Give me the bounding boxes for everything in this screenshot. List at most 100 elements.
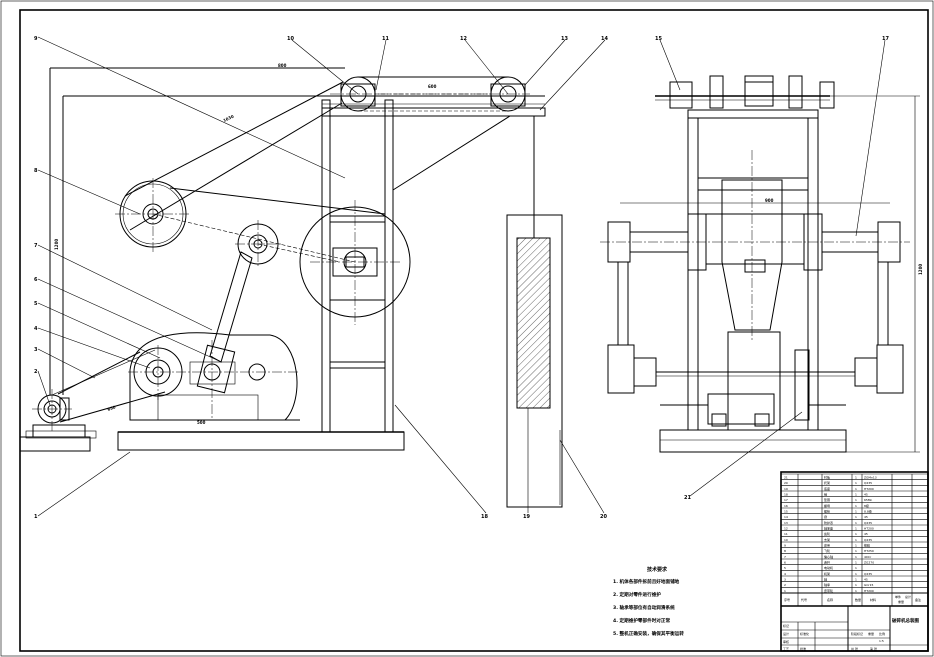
parts-row-name: 皮带 [824,542,830,547]
parts-row-name: 螺母 [824,503,830,508]
parts-row-name: 电动机 [824,565,833,570]
parts-row-number: 10 [784,538,788,542]
parts-row-number: 7 [784,555,786,559]
right-view [600,75,920,453]
parts-row-material: 40Cr [864,555,872,559]
header-seq: 序号 [784,597,790,602]
note-3: 3. 轴承等部位有自动润滑系统 [613,606,675,611]
parts-row-material: Q235 [864,538,872,542]
parts-row-number: 18 [784,492,788,496]
parts-row-material: 8级 [864,503,869,508]
parts-row-qty: 1 [855,509,857,513]
dim-600: 600 [428,84,437,89]
parts-row-number: 5 [784,566,786,570]
parts-row-number: 17 [784,498,788,502]
dim-1200: 1200 [918,264,923,275]
parts-row-name: 机架 [824,571,830,576]
dim-800: 800 [278,63,287,68]
motor-base [19,436,91,452]
parts-row-material: 45 [864,515,868,519]
parts-row-number: 20 [784,481,788,485]
header-name: 名称 [827,597,833,602]
parts-row-number: 13 [784,521,788,525]
parts-row-name: 连杆 [824,559,830,564]
label-6: 6 [34,277,38,283]
parts-row-name: 衬板 [824,474,830,479]
label-1: 1 [34,514,38,520]
hatched-liner [516,237,551,409]
column-left [321,99,331,433]
parts-row-number: 6 [784,560,786,564]
parts-row-name: 垫圈 [824,497,830,502]
parts-row-qty: 1 [855,515,857,519]
parts-row-name: 防护罩 [824,520,833,525]
parts-row-name: 轴 [824,576,827,581]
tb-scale: 比例 [879,631,885,636]
label-12: 12 [460,36,467,42]
label-4: 4 [34,326,38,332]
parts-row-name: 偏心轴 [824,554,833,559]
parts-row-material: Q235 [864,481,872,485]
motor [727,331,781,431]
parts-row-number: 9 [784,543,786,547]
parts-row-material: 橡胶 [864,542,870,547]
label-9: 9 [34,36,38,42]
label-13: 13 [561,36,568,42]
leaders [37,36,886,517]
parts-row-number: 21 [784,475,788,479]
header-weight: 重量 [898,599,904,604]
parts-row-number: 1 [784,589,786,593]
parts-row-material: HT250 [864,549,874,553]
parts-row-qty: 1 [855,589,857,593]
label-20: 20 [600,514,607,520]
dim-500: 500 [197,420,206,425]
tb-sheet-total: 共 张 [851,646,858,651]
parts-row-material: HT200 [864,526,874,530]
eccentric-housing [129,332,298,421]
label-21: 21 [684,495,691,501]
parts-row-material: 65Mn [864,498,872,502]
parts-row-qty: 1 [855,532,857,536]
tb-mark: 标记 [783,623,789,628]
parts-row-qty: 1 [855,583,857,587]
parts-row-qty: 1 [855,504,857,508]
header-unit: 单件 [895,594,901,599]
tb-sheet-num: 第 张 [870,646,877,651]
parts-row-number: 12 [784,526,788,530]
parts-row-qty: 1 [855,492,857,496]
parts-row-name: 皮带轮 [824,588,833,593]
parts-row-qty: 1 [855,549,857,553]
header-material: 材料 [870,597,876,602]
label-15: 15 [655,36,662,42]
note-2: 2. 定期对零件进行维护 [613,593,661,598]
tb-standard: 标准化 [800,631,809,636]
label-5: 5 [34,301,38,307]
parts-row-number: 2 [784,583,786,587]
parts-row-number: 11 [784,532,788,536]
parts-row-name: 底座 [824,486,830,491]
belt-upper [124,81,344,197]
parts-row-material: HT200 [864,589,874,593]
parts-row-number: 14 [784,515,788,519]
side-section [506,116,563,508]
inner-frame [19,9,929,652]
tb-approve: 批准 [800,646,806,651]
parts-row-qty: 1 [855,475,857,479]
top-beam [321,107,546,117]
parts-row-material: 45 [864,532,868,536]
label-2: 2 [34,369,38,375]
tb-design: 设计 [783,631,789,636]
label-7: 7 [34,243,38,249]
parts-row-number: 8 [784,549,786,553]
parts-row-number: 16 [784,504,788,508]
parts-row-material: Q235 [864,572,872,576]
parts-row-qty: 1 [855,521,857,525]
base-plate [117,431,405,451]
parts-row-number: 15 [784,509,788,513]
parts-row-qty: 1 [855,577,857,581]
label-18: 18 [481,514,488,520]
parts-row-qty: 1 [855,498,857,502]
